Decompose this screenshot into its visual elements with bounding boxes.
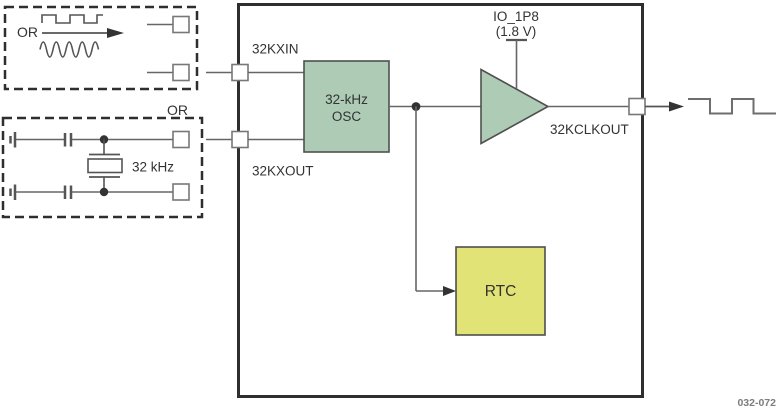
sine-wave-icon <box>39 41 100 58</box>
capacitor-icon <box>63 133 73 147</box>
output-buffer: IO_1P8 (1.8 V) <box>480 9 550 145</box>
supply-name-label: IO_1P8 <box>493 9 539 24</box>
terminal-square <box>172 130 190 149</box>
output-arrow-icon <box>645 101 684 112</box>
or-label-between: OR <box>167 102 188 118</box>
supply-rail-icon <box>506 38 527 89</box>
terminal-square <box>172 183 190 201</box>
rtc-block: RTC <box>455 246 546 336</box>
supply-voltage-label: (1.8 V) <box>496 24 537 39</box>
pin-label-32kclkout: 32KCLKOUT <box>550 122 629 137</box>
pin-square-32kxout <box>231 130 249 149</box>
terminal-square <box>172 63 190 82</box>
buffer-triangle <box>480 68 550 145</box>
osc-label-line1: 32-kHz <box>325 92 368 107</box>
arrow-head-icon <box>443 286 456 296</box>
figure-id-label: 032-072 <box>737 397 776 409</box>
or-label-inside: OR <box>17 24 38 40</box>
pin-label-32kxin: 32KXIN <box>252 42 299 57</box>
osc-block-rect <box>303 60 390 153</box>
osc-label-line2: OSC <box>332 109 362 124</box>
chip-outline <box>237 3 644 398</box>
output-square-wave-icon <box>688 98 776 115</box>
osc-block: 32-kHz OSC <box>303 60 390 153</box>
crystal-circuit-box: 32 kHz <box>1 116 204 219</box>
rtc-feed-wire <box>415 106 456 296</box>
clock-source-dashed-border <box>3 5 199 91</box>
capacitor-icon <box>63 185 73 199</box>
ground-icon <box>9 184 17 200</box>
crystal-dashed-border <box>1 116 204 219</box>
junction-dot <box>99 187 109 197</box>
arrow-right-icon <box>42 28 124 38</box>
rtc-label: RTC <box>485 283 517 300</box>
ground-icon <box>9 132 17 148</box>
pin-square-32kxin <box>231 63 249 82</box>
rtc-block-rect <box>455 246 546 336</box>
pin-label-32kxout: 32KXOUT <box>252 164 314 179</box>
crystal-frequency-label: 32 kHz <box>132 160 174 175</box>
external-clock-source-box: OR <box>3 5 199 91</box>
terminal-square <box>172 15 190 34</box>
square-wave-icon <box>41 14 103 24</box>
crystal-icon <box>87 139 123 192</box>
pin-square-32kclkout <box>628 97 646 116</box>
